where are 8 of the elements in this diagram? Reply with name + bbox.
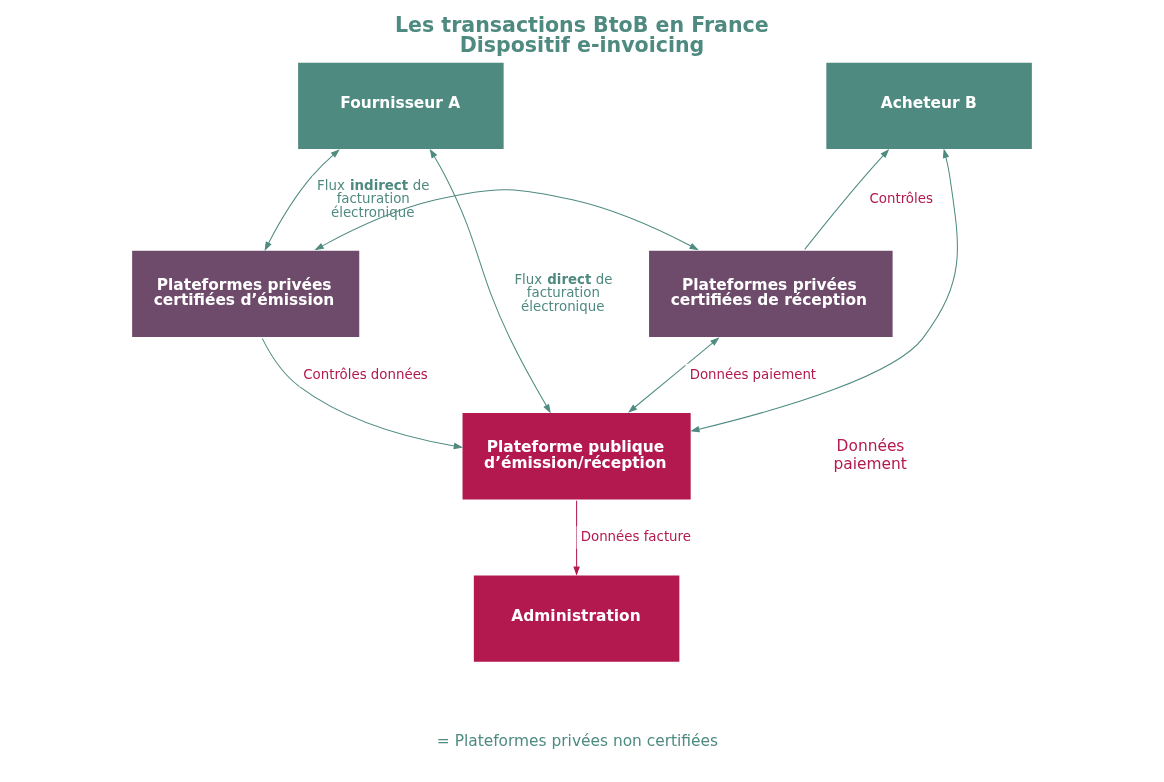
diagram-title: Les transactions BtoB en France Dispositif e-invoicing [394, 12, 769, 58]
label: Données paiement [833, 437, 907, 473]
edge-label: Contrôles [869, 191, 933, 207]
edge-label: Données paiement [689, 366, 817, 382]
edge-label: Contrôles données [303, 366, 428, 382]
edge-label: Flux direct de facturation électronique [514, 272, 613, 314]
legend-label: = Plateformes privées non certifiées [436, 732, 719, 751]
edge-label: Données facture [580, 528, 691, 544]
